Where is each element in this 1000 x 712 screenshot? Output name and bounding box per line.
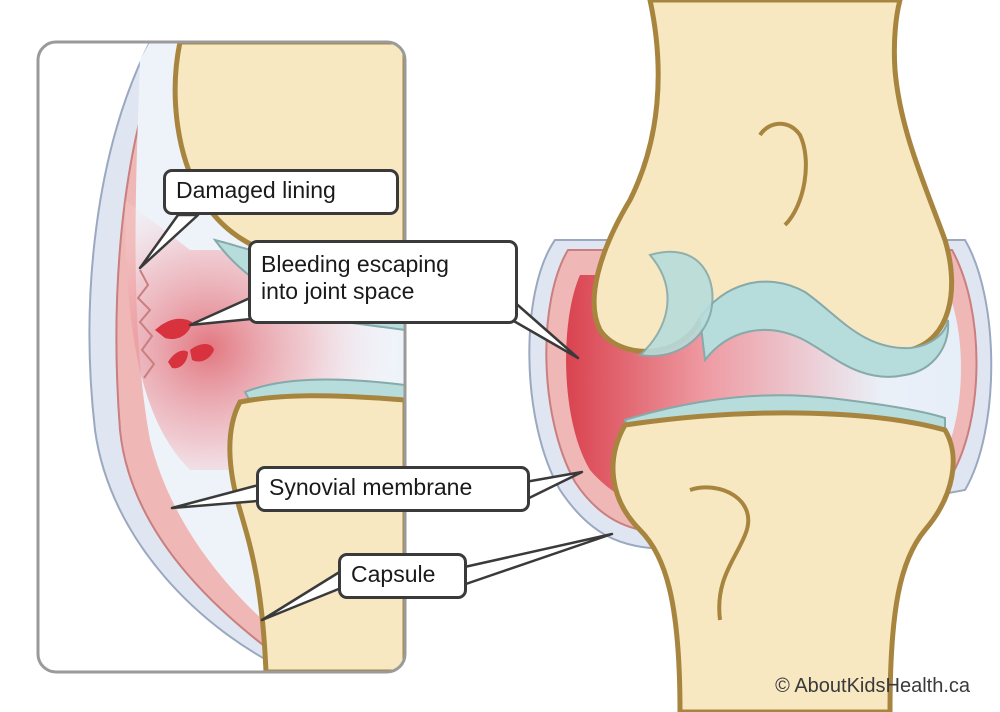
bleeding-text-line2: into joint space xyxy=(261,278,415,304)
leader-capsule-right xyxy=(458,532,614,588)
inset-lower-bone xyxy=(227,393,405,672)
leader-damaged-lining xyxy=(138,213,200,270)
femur-notch xyxy=(758,121,808,227)
bleeding-label: Bleeding escaping into joint space xyxy=(248,240,518,324)
blood-drop-icon xyxy=(155,318,214,369)
synovial-membrane-text: Synovial membrane xyxy=(269,474,473,500)
inset-damaged-lining-edge xyxy=(136,269,156,379)
capsule-label: Capsule xyxy=(338,553,467,599)
copyright-text: © AboutKidsHealth.ca xyxy=(775,675,970,697)
leader-lines xyxy=(138,213,614,622)
tibia-bone xyxy=(610,410,956,712)
knee-main xyxy=(528,0,993,712)
femur-cartilage xyxy=(698,280,950,378)
synovial-membrane-label: Synovial membrane xyxy=(256,466,530,512)
damaged-lining-label: Damaged lining xyxy=(163,169,399,215)
femur-cartilage-left xyxy=(637,250,714,357)
inset-frame xyxy=(36,40,407,674)
damaged-lining-text: Damaged lining xyxy=(176,177,336,203)
bleeding-text-line1: Bleeding escaping xyxy=(261,251,449,277)
capsule-text: Capsule xyxy=(351,561,436,587)
tibia-ridge xyxy=(689,485,751,621)
